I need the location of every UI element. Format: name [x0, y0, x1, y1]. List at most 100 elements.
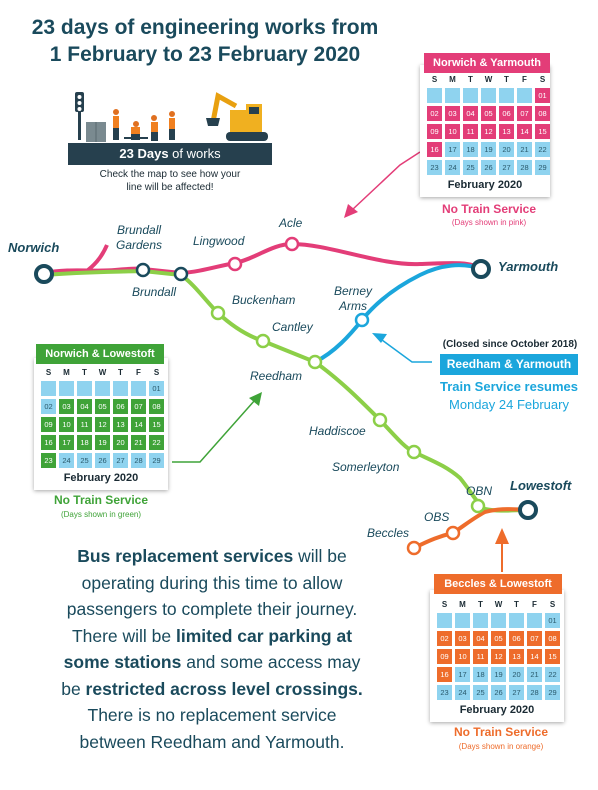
calendar-empty-cell — [499, 88, 514, 103]
station-reedham — [307, 354, 323, 370]
station-acle — [284, 236, 300, 252]
calendar-day: 19 — [481, 142, 496, 157]
station-berney-arms — [354, 312, 370, 328]
title-line-1: 23 days of engineering works from — [31, 16, 379, 39]
calendar-day: 23 — [41, 453, 56, 468]
calendar-day: 04 — [473, 631, 488, 646]
workers-icon — [113, 109, 175, 141]
weekday-label: T — [468, 75, 473, 84]
calendar-day: 02 — [41, 399, 56, 414]
calendar-day: 28 — [131, 453, 146, 468]
calendar-day: 16 — [427, 142, 442, 157]
calendar-day: 21 — [517, 142, 532, 157]
calendar-title-norwich-lowestoft: Norwich & Lowestoft — [36, 344, 164, 364]
calendar-day: 25 — [463, 160, 478, 175]
calendar-day: 26 — [481, 160, 496, 175]
label-beccles: Beccles — [367, 526, 410, 540]
bus-l1-bold: Bus replacement services — [77, 546, 294, 566]
calendar-day: 05 — [491, 631, 506, 646]
weekday-label: T — [478, 600, 483, 609]
label-yarmouth: Yarmouth — [498, 259, 559, 274]
weekday-label: T — [82, 368, 87, 377]
calendar-day: 07 — [517, 106, 532, 121]
calendar-day: 08 — [545, 631, 560, 646]
calendar-day: 29 — [535, 160, 550, 175]
calendar-day: 09 — [427, 124, 442, 139]
weekday-label: M — [459, 600, 466, 609]
label-buckenham: Buckenham — [232, 293, 296, 307]
title-line-2: 1 February to 23 February 2020 — [49, 43, 361, 66]
calendar-day: 26 — [95, 453, 110, 468]
bus-replacement-text: Bus replacement services will be operati… — [18, 543, 406, 755]
bus-l4-bold: limited car parking at — [176, 625, 353, 646]
label-berney-arms-2: Arms — [339, 299, 368, 313]
closed-note: (Closed since October 2018) — [442, 339, 578, 350]
days-note-norwich-yarmouth: (Days shown in pink) — [451, 218, 527, 227]
label-norwich: Norwich — [8, 240, 60, 255]
calendar-day: 12 — [481, 124, 496, 139]
bus-l7: There is no replacement service — [87, 705, 337, 725]
resume-date: Monday 24 February — [449, 397, 569, 412]
station-norwich — [34, 264, 54, 284]
days-note-norwich-lowestoft: (Days shown in green) — [60, 510, 142, 519]
calendar-day: 19 — [95, 435, 110, 450]
weekday-label: S — [549, 600, 556, 609]
station-haddiscoe — [372, 412, 388, 428]
weekday-label: S — [539, 75, 546, 84]
calendar-month: February 2020 — [63, 472, 139, 484]
calendar-day: 01 — [535, 88, 550, 103]
green-line — [43, 268, 529, 513]
calendar-day: 05 — [481, 106, 496, 121]
calendar-day: 09 — [41, 417, 56, 432]
works-note-line-1: Check the map to see how your — [99, 169, 241, 180]
calendar-month: February 2020 — [447, 179, 523, 191]
label-lingwood: Lingwood — [193, 234, 245, 248]
blue-line — [314, 263, 482, 364]
station-brundall — [173, 266, 189, 282]
calendar-empty-cell — [463, 88, 478, 103]
calendar-empty-cell — [95, 381, 110, 396]
calendar-day: 13 — [499, 124, 514, 139]
calendar-day: 03 — [445, 106, 460, 121]
calendar-empty-cell — [527, 613, 542, 628]
label-obn: OBN — [466, 484, 493, 498]
calendar-day: 18 — [77, 435, 92, 450]
calendar-day: 14 — [527, 649, 542, 664]
calendar-day: 18 — [473, 667, 488, 682]
calendar-day: 15 — [535, 124, 550, 139]
label-cantley: Cantley — [272, 320, 313, 334]
calendar-day: 24 — [455, 685, 470, 700]
works-banner-rest: of works — [168, 146, 221, 161]
label-obs: OBS — [424, 510, 450, 524]
no-service-norwich-lowestoft: No Train Service — [53, 493, 149, 507]
reedham-yarmouth-banner: Reedham & Yarmouth — [440, 354, 578, 375]
calendar-title-norwich-yarmouth: Norwich & Yarmouth — [424, 53, 550, 73]
label-brundall-gardens-1: Brundall — [117, 223, 162, 237]
calendar-day: 26 — [491, 685, 506, 700]
station-obs — [445, 525, 461, 541]
calendar-day: 16 — [437, 667, 452, 682]
calendar-day: 02 — [437, 631, 452, 646]
weekday-label: S — [45, 368, 52, 377]
works-illustration — [75, 92, 268, 142]
calendar-day: 03 — [455, 631, 470, 646]
calendar-day: 22 — [535, 142, 550, 157]
blue-arrow — [372, 333, 432, 363]
calendar-day: 12 — [491, 649, 506, 664]
weekday-label: T — [118, 368, 123, 377]
bus-l1-rest: will be — [293, 546, 347, 566]
calendar-day: 21 — [131, 435, 146, 450]
days-note-beccles-lowestoft: (Days shown in orange) — [458, 742, 544, 751]
weekday-label: T — [514, 600, 519, 609]
calendar-day: 17 — [455, 667, 470, 682]
calendar-day: 01 — [545, 613, 560, 628]
bus-l8: between Reedham and Yarmouth. — [79, 731, 345, 752]
calendar-day: 18 — [463, 142, 478, 157]
traffic-light-icon — [75, 92, 84, 140]
